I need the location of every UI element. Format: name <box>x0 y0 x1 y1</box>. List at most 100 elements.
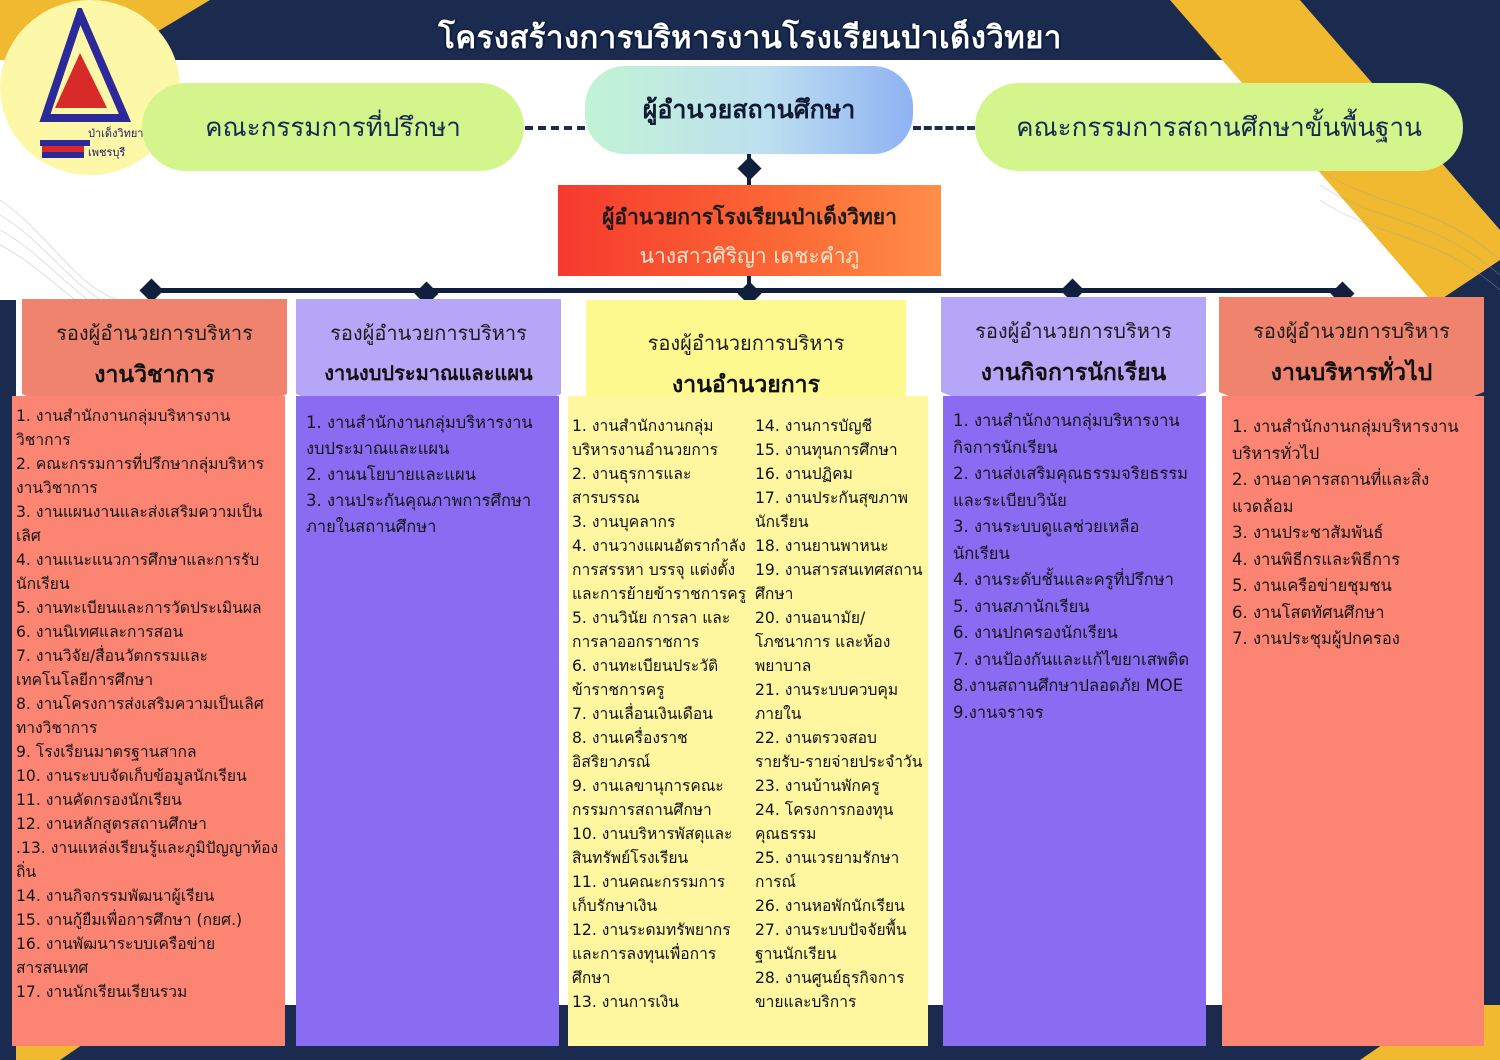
list-item: 4. งานแนะแนวการศึกษาและการรับนักเรียน <box>16 551 260 593</box>
dept-head-line2: งานกิจการนักเรียน <box>980 360 1167 386</box>
list-item: .13. งานแหล่งเรียนรู้และภูมิปัญญาท้องถิ่… <box>16 839 279 881</box>
list-item: 3. งานประชาสัมพันธ์ <box>1232 523 1384 542</box>
list-item: 12. งานระดมทรัพยากรและการลงทุนเพื่อการศึ… <box>572 921 731 987</box>
list-item: 2. งานธุรการและสารบรรณ <box>572 465 692 507</box>
list-item: 3. งานบุคลากร <box>572 513 676 531</box>
list-item: 22. งานตรวจสอบรายรับ-รายจ่ายประจำวัน <box>754 729 923 771</box>
panel-budget: 1. งานสำนักงานกลุ่มบริหารงานงบประมาณและแ… <box>296 396 559 1046</box>
dept-head-line2: งานงบประมาณและแผน <box>324 361 533 385</box>
principal-box: ผู้อำนวยการโรงเรียนป่าเด็งวิทยา นางสาวศิ… <box>558 185 941 276</box>
list-item: 4. งานพิธีกรและพิธีการ <box>1232 549 1401 569</box>
task-list: 1. งานสำนักงานกลุ่มบริหารงานงบประมาณและแ… <box>306 410 549 540</box>
list-item: 2. งานอาคารสถานที่และสิ่งแวดล้อม <box>1232 470 1430 516</box>
list-item: 11. งานคัดกรองนักเรียน <box>16 791 182 809</box>
task-list: 1. งานสำนักงานกลุ่มบริหารงานกิจการนักเรี… <box>953 408 1196 726</box>
list-item: 7. งานประชุมผู้ปกครอง <box>1232 629 1400 648</box>
list-item: 21. งานระบบควบคุมภายใน <box>754 681 899 723</box>
panel-administration: 1. งานสำนักงานกลุ่มบริหารงานอำนวยการ 2. … <box>568 396 928 1046</box>
list-item: 2. งานส่งเสริมคุณธรรมจริยธรรม และระเบียบ… <box>953 464 1189 510</box>
director-box: ผู้อำนวยสถานศึกษา <box>585 66 913 154</box>
list-item: 1. งานสำนักงานกลุ่มบริหารงานอำนวยการ <box>572 417 718 459</box>
task-list-right: 14. งานการบัญชี 15. งานทุนการศึกษา 16. ง… <box>755 414 924 1040</box>
connector-dash-left <box>525 126 585 130</box>
dept-head-line1: รองผู้อำนวยการบริหาร <box>647 331 845 355</box>
list-item: 3. งานประกันคุณภาพการศึกษาภายในสถานศึกษา <box>306 491 532 536</box>
dept-head-line1: รองผู้อำนวยการบริหาร <box>1253 319 1450 343</box>
list-item: 23. งานบ้านพักครู <box>754 777 880 795</box>
dept-head-general: รองผู้อำนวยการบริหาร งานบริหารทั่วไป <box>1219 297 1484 391</box>
list-item: 24. โครงการกองทุนคุณธรรม <box>754 801 894 843</box>
list-item: 6. งานปกครองนักเรียน <box>953 623 1118 642</box>
list-item: 2. คณะกรรมการที่ปรึกษากลุ่มบริหารงานวิชา… <box>16 455 265 497</box>
list-item: 20. งานอนามัย/โภชนาการ และห้องพยาบาล <box>754 609 891 675</box>
list-item: 3. งานแผนงานและส่งเสริมความเป็นเลิศ <box>16 503 263 545</box>
list-item: 9. โรงเรียนมาตรฐานสากล <box>16 743 197 761</box>
dept-head-academic: รองผู้อำนวยการบริหาร งานวิชาการ <box>22 299 287 393</box>
list-item: 19. งานสารสนเทศสถานศึกษา <box>754 561 923 603</box>
list-item: 1. งานสำนักงานกลุ่มบริหารงานกิจการนักเรี… <box>953 411 1180 457</box>
dept-head-student-affairs: รองผู้อำนวยการบริหาร งานกิจการนักเรียน <box>941 297 1206 391</box>
list-item: 7. งานเลื่อนเงินเดือน <box>572 705 713 723</box>
logo-text-2: เพชรบุรี <box>88 146 126 159</box>
dept-head-line1: รองผู้อำนวยการบริหาร <box>330 321 527 345</box>
list-item: 3. งานระบบดูแลช่วยเหลือนักเรียน <box>953 517 1140 563</box>
list-item: 5. งานวินัย การลา และการลาออกราชการ <box>572 609 731 651</box>
list-item: 14. งานกิจกรรมพัฒนาผู้เรียน <box>16 887 215 905</box>
advisory-committee-box: คณะกรรมการที่ปรึกษา <box>142 83 524 171</box>
dept-head-budget: รองผู้อำนวยการบริหาร งานงบประมาณและแผน <box>296 299 561 389</box>
list-item: 15. งานทุนการศึกษา <box>754 441 898 459</box>
principal-title: ผู้อำนวยการโรงเรียนป่าเด็งวิทยา <box>602 205 897 229</box>
task-list: 1. งานสำนักงานกลุ่มบริหารงานบริหารทั่วไป… <box>1232 414 1474 653</box>
list-item: 26. งานหอพักนักเรียน <box>754 897 905 915</box>
list-item: 25. งานเวรยามรักษาการณ์ <box>754 849 900 891</box>
list-item: 12. งานหลักสูตรสถานศึกษา <box>16 815 207 833</box>
list-item: 9.งานจราจร <box>953 702 1044 722</box>
dept-head-line2: งานบริหารทั่วไป <box>1270 360 1433 386</box>
dept-head-administration: รองผู้อำนวยการบริหาร งานอำนวยการ <box>586 309 906 403</box>
list-item: 5. งานเครือข่ายชุมชน <box>1232 576 1392 595</box>
dept-head-line1: รองผู้อำนวยการบริหาร <box>975 319 1172 343</box>
list-item: 6. งานนิเทศและการสอน <box>16 623 184 641</box>
connector-dash-right <box>913 126 975 130</box>
list-item: 16. งานปฏิคม <box>754 465 853 483</box>
list-item: 10. งานระบบจัดเก็บข้อมูลนักเรียน <box>16 767 247 785</box>
list-item: 7. งานป้องกันและแก้ไขยาเสพติด <box>953 649 1190 669</box>
list-item: 17. งานนักเรียนเรียนรวม <box>16 983 188 1001</box>
logo-flag-icon <box>42 140 84 158</box>
principal-name: นางสาวศิริญา เดชะคำภู <box>639 244 860 268</box>
dept-head-line1: รองผู้อำนวยการบริหาร <box>56 321 253 345</box>
list-item: 5. งานสภานักเรียน <box>953 596 1090 616</box>
basic-education-committee-box: คณะกรรมการสถานศึกษาขั้นพื้นฐาน <box>975 83 1463 171</box>
list-item: 1. งานสำนักงานกลุ่มบริหารงานวิชาการ <box>16 407 231 449</box>
list-item: 14. งานการบัญชี <box>754 417 873 435</box>
list-item: 16. งานพัฒนาระบบเครือข่ายสารสนเทศ <box>16 935 216 977</box>
list-item: 8. งานโครงการส่งเสริมความเป็นเลิศทางวิชา… <box>16 695 264 737</box>
list-item: 10. งานบริหารพัสดุและสินทรัพย์โรงเรียน <box>572 825 733 867</box>
list-item: 17. งานประกันสุขภาพนักเรียน <box>754 489 909 531</box>
list-item: 15. งานกู้ยืมเพื่อการศึกษา (กยศ.) <box>16 911 243 929</box>
list-item: 11. งานคณะกรรมการเก็บรักษาเงิน <box>572 873 726 915</box>
task-list-left: 1. งานสำนักงานกลุ่มบริหารงานอำนวยการ 2. … <box>572 414 747 1040</box>
task-list: 1. งานสำนักงานกลุ่มบริหารงานวิชาการ 2. ค… <box>16 404 279 1004</box>
list-item: 18. งานยานพาหนะ <box>754 537 889 555</box>
panel-general: 1. งานสำนักงานกลุ่มบริหารงานบริหารทั่วไป… <box>1222 396 1484 1046</box>
list-item: 9. งานเลขานุการคณะกรรมการสถานศึกษา <box>572 777 724 819</box>
logo-text-1: ป่าเด็งวิทยา <box>88 127 144 140</box>
list-item: 8.งานสถานศึกษาปลอดภัย MOE <box>953 676 1184 695</box>
list-item: 7. งานวิจัย/สื่อนวัตกรรมและเทคโนโลยีการศ… <box>16 647 209 689</box>
list-item: 1. งานสำนักงานกลุ่มบริหารงานงบประมาณและแ… <box>306 413 533 458</box>
list-item: 6. งานทะเบียนประวัติข้าราชการครู <box>572 657 719 699</box>
list-item: 27. งานระบบปัจจัยพื้นฐานนักเรียน <box>754 921 907 963</box>
dept-head-line2: งานวิชาการ <box>94 362 215 388</box>
dept-head-shape-administration <box>586 300 906 420</box>
list-item: 4. งานวางแผนอัตรากำลัง การสรรหา บรรจุ แต… <box>572 537 747 603</box>
panel-student-affairs: 1. งานสำนักงานกลุ่มบริหารงานกิจการนักเรี… <box>943 396 1206 1046</box>
list-item: 28. งานศูนย์ธุรกิจการขายและบริการ <box>754 969 905 1011</box>
dept-head-line2: งานอำนวยการ <box>672 372 820 398</box>
panel-academic: 1. งานสำนักงานกลุ่มบริหารงานวิชาการ 2. ค… <box>12 396 285 1046</box>
list-item: 2. งานนโยบายและแผน <box>306 465 476 484</box>
list-item: 6. งานโสตทัศนศึกษา <box>1232 602 1385 622</box>
page-title: โครงสร้างการบริหารงานโรงเรียนป่าเด็งวิทย… <box>438 20 1062 56</box>
list-item: 4. งานระดับชั้นและครูที่ปรึกษา <box>953 570 1174 589</box>
list-item: 1. งานสำนักงานกลุ่มบริหารงานบริหารทั่วไป <box>1232 417 1459 463</box>
